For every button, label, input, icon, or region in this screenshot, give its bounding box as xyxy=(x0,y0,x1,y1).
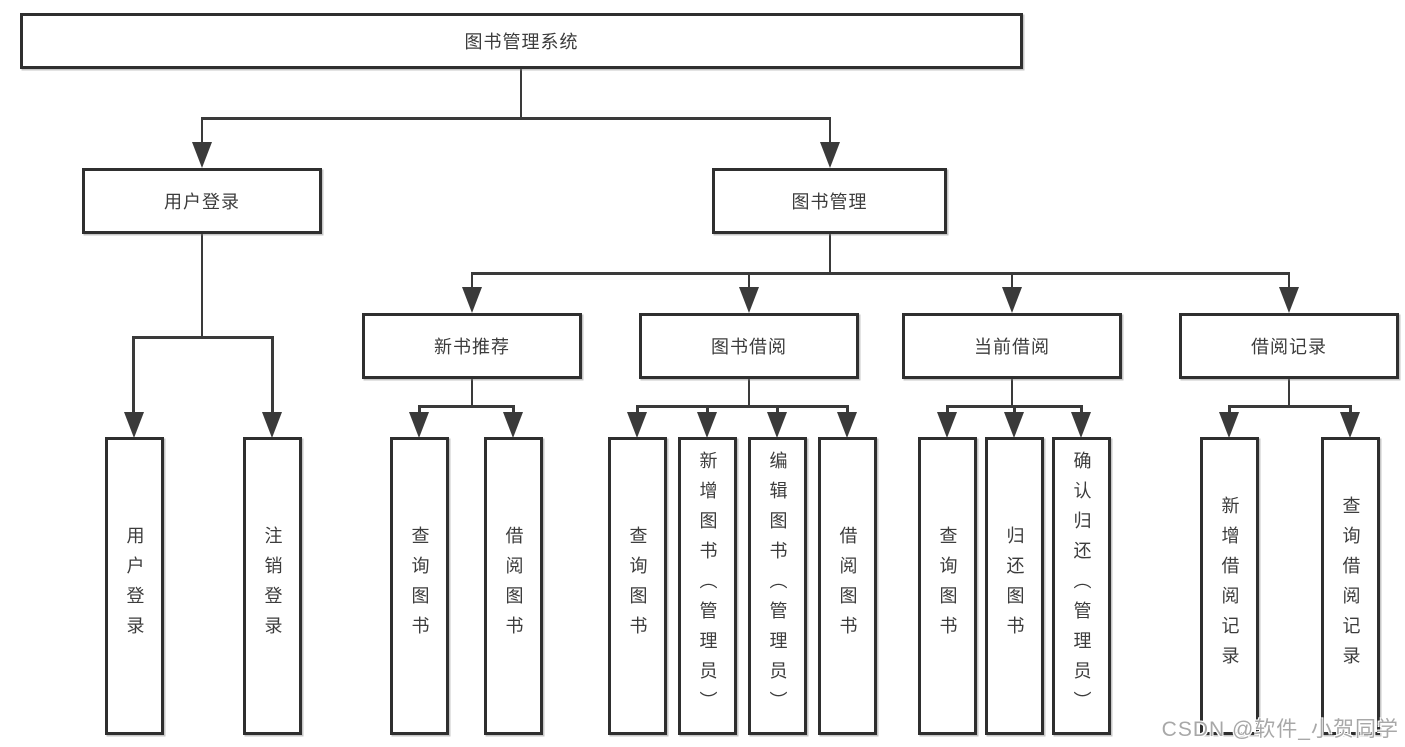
connector-drop xyxy=(747,379,751,405)
leaf-label: 查询图书 xyxy=(937,526,958,646)
arrow-down-icon xyxy=(1279,287,1299,313)
connector-branch xyxy=(636,405,849,408)
arrow-down-icon xyxy=(1071,412,1091,438)
connector-drop xyxy=(1349,405,1352,415)
node-label: 当前借阅 xyxy=(974,337,1050,357)
connector-branch xyxy=(470,272,1291,275)
arrow-down-icon xyxy=(462,287,482,313)
connector-root-branch xyxy=(200,117,832,120)
connector-drop xyxy=(1228,405,1231,415)
leaf-user-login: 用户登录 xyxy=(105,437,164,735)
arrow-down-icon xyxy=(192,142,212,168)
connector-branch xyxy=(132,336,274,339)
leaf-label: 新增图书（管理员） xyxy=(697,451,718,721)
leaf-query-borrow-record: 查询借阅记录 xyxy=(1321,437,1380,735)
connector-drop xyxy=(1287,379,1291,405)
arrow-down-icon xyxy=(937,412,957,438)
arrow-down-icon xyxy=(697,412,717,438)
leaf-label: 编辑图书（管理员） xyxy=(767,451,788,721)
node-root: 图书管理系统 xyxy=(20,13,1023,69)
node-user-login-group: 用户登录 xyxy=(82,168,322,234)
leaf-query-books: 查询图书 xyxy=(390,437,449,735)
arrow-down-icon xyxy=(739,287,759,313)
node-root-label: 图书管理系统 xyxy=(464,32,579,52)
connector-drop xyxy=(512,405,515,415)
leaf-return-books: 归还图书 xyxy=(985,437,1044,735)
node-label: 图书管理 xyxy=(791,192,868,212)
leaf-label: 查询图书 xyxy=(409,526,430,646)
connector-drop xyxy=(271,336,274,416)
connector-drop xyxy=(846,405,849,415)
connector-drop xyxy=(706,405,709,415)
connector-branch xyxy=(418,405,515,408)
node-book-management: 图书管理 xyxy=(712,168,947,234)
connector-drop xyxy=(418,405,421,415)
connector-drop xyxy=(776,405,779,415)
node-current-borrow: 当前借阅 xyxy=(902,313,1122,379)
connector-drop xyxy=(828,233,832,272)
leaf-borrow-books: 借阅图书 xyxy=(484,437,543,735)
connector-drop xyxy=(1013,405,1016,415)
leaf-logout: 注销登录 xyxy=(243,437,302,735)
connector-drop xyxy=(132,336,135,416)
node-borrow-records: 借阅记录 xyxy=(1179,313,1399,379)
connector-drop xyxy=(470,379,474,405)
leaf-label: 借阅图书 xyxy=(837,526,858,646)
connector-drop xyxy=(1287,272,1291,290)
connector-drop xyxy=(200,117,204,150)
connector-branch xyxy=(1228,405,1352,408)
node-label: 借阅记录 xyxy=(1251,337,1327,357)
connector-drop xyxy=(946,405,949,415)
leaf-query-books: 查询图书 xyxy=(608,437,667,735)
connector-drop xyxy=(1010,379,1014,405)
connector-drop xyxy=(470,272,474,290)
arrow-down-icon xyxy=(1004,412,1024,438)
node-label: 图书借阅 xyxy=(711,337,787,357)
node-label: 新书推荐 xyxy=(434,337,510,357)
arrow-down-icon xyxy=(262,412,282,438)
leaf-add-borrow-record: 新增借阅记录 xyxy=(1200,437,1259,735)
leaf-label: 确认归还（管理员） xyxy=(1071,451,1092,721)
leaf-label: 新增借阅记录 xyxy=(1219,496,1240,676)
leaf-label: 查询图书 xyxy=(627,526,648,646)
connector-drop xyxy=(1080,405,1083,415)
connector-drop xyxy=(1010,272,1014,290)
arrow-down-icon xyxy=(124,412,144,438)
arrow-down-icon xyxy=(820,142,840,168)
leaf-query-books: 查询图书 xyxy=(918,437,977,735)
leaf-label: 注销登录 xyxy=(262,526,283,646)
leaf-label: 借阅图书 xyxy=(503,526,524,646)
node-new-book-recommend: 新书推荐 xyxy=(362,313,582,379)
arrow-down-icon xyxy=(767,412,787,438)
connector-drop xyxy=(747,272,751,290)
connector-drop xyxy=(636,405,639,415)
arrow-down-icon xyxy=(1340,412,1360,438)
connector-drop xyxy=(200,234,204,336)
connector-root-drop xyxy=(519,69,523,117)
leaf-borrow-books: 借阅图书 xyxy=(818,437,877,735)
leaf-label: 归还图书 xyxy=(1004,526,1025,646)
leaf-confirm-return-admin: 确认归还（管理员） xyxy=(1052,437,1111,735)
arrow-down-icon xyxy=(627,412,647,438)
node-label: 用户登录 xyxy=(164,192,240,212)
arrow-down-icon xyxy=(1002,287,1022,313)
arrow-down-icon xyxy=(837,412,857,438)
leaf-label: 用户登录 xyxy=(124,526,145,646)
leaf-add-books-admin: 新增图书（管理员） xyxy=(678,437,737,735)
connector-drop xyxy=(828,117,832,150)
arrow-down-icon xyxy=(1219,412,1239,438)
leaf-edit-books-admin: 编辑图书（管理员） xyxy=(748,437,807,735)
arrow-down-icon xyxy=(503,412,523,438)
leaf-label: 查询借阅记录 xyxy=(1340,496,1361,676)
node-book-borrow: 图书借阅 xyxy=(639,313,859,379)
csdn-watermark: CSDN @软件_小贺同学 xyxy=(1161,718,1399,741)
arrow-down-icon xyxy=(409,412,429,438)
